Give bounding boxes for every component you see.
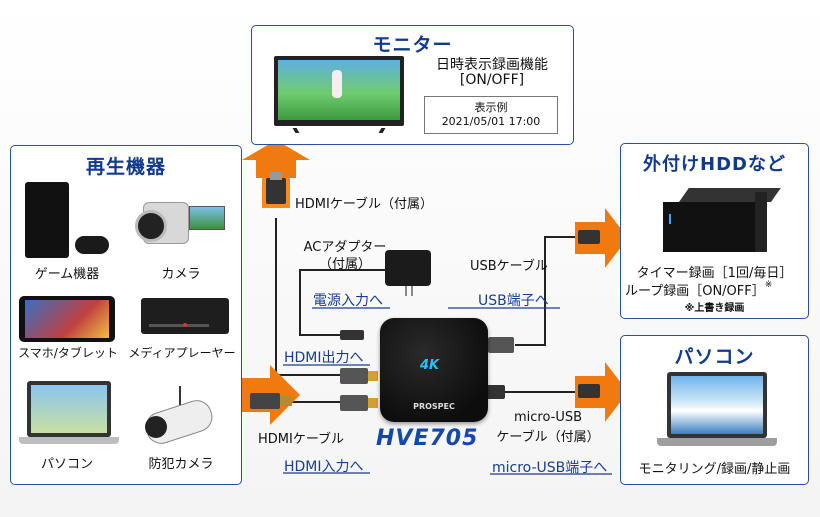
monitor-title: モニター	[372, 34, 453, 56]
label-hdmi-out: HDMI出力へ	[284, 350, 364, 366]
hdd-panel: 外付けHDDなど タイマー録画［1回/毎日］ ループ録画［ON/OFF］※ ※上…	[620, 143, 809, 319]
arrow-to-hdd	[575, 208, 628, 268]
monitor-feature-state: [ON/OFF]	[459, 72, 525, 88]
label-hdmi-out-cable: HDMIケーブル（付属）	[295, 197, 434, 212]
monitor-feature: 日時表示録画機能	[436, 57, 548, 73]
label-ac-adapter-sub: （付属）	[318, 257, 371, 272]
hdd-loop-mark: ※	[764, 280, 773, 290]
item-media-player: メディアプレーヤー	[128, 346, 236, 360]
hdmi-plug-top	[266, 178, 286, 204]
capture-device: 4K PROSPEC	[380, 318, 488, 422]
item-security-camera: 防犯カメラ	[148, 457, 214, 472]
hdd-title: 外付けHDDなど	[643, 154, 786, 175]
playback-panel: 再生機器 ゲーム機器 カメラ スマホ/タブレット メディアプレーヤー	[10, 145, 242, 485]
arrow-to-pc	[575, 362, 628, 422]
device-4k-badge: 4K	[420, 358, 440, 373]
pc-title: パソコン	[674, 346, 755, 368]
label-ac-adapter: ACアダプター	[303, 240, 387, 255]
pc-caption: モニタリング/録画/静止画	[638, 462, 791, 477]
example-title: 表示例	[474, 101, 508, 114]
label-hdmi-in: HDMI入力へ	[284, 459, 364, 475]
security-camera-icon	[139, 378, 229, 448]
label-micro-usb-cable: micro-USB	[513, 410, 583, 425]
label-usb-port: USB端子へ	[478, 293, 549, 309]
playback-title: 再生機器	[85, 156, 166, 178]
ac-adapter-icon	[385, 250, 431, 296]
monitor-panel: モニター 日時表示録画機能 [ON/OFF] 表示例 2021/05/01 17…	[251, 25, 574, 145]
video-camera-icon	[135, 196, 225, 256]
usb-cable	[515, 236, 575, 346]
label-micro-usb-cable-sub: ケーブル（付属）	[496, 430, 600, 445]
pc-panel: パソコン モニタリング/録画/静止画	[620, 335, 809, 485]
item-smartphone: スマホ/タブレット	[18, 346, 118, 360]
label-micro-usb-port: micro-USB端子へ	[492, 460, 608, 476]
time-example-box: 表示例 2021/05/01 17:00	[424, 96, 558, 134]
hdd-loop: ループ録画［ON/OFF］※	[625, 280, 772, 299]
hdmi-out-plug	[340, 368, 368, 384]
usb-plug	[488, 337, 514, 353]
hdd-icon	[663, 188, 781, 254]
laptop-icon-pc	[657, 372, 777, 452]
tv-icon	[274, 56, 404, 133]
example-value: 2021/05/01 17:00	[441, 115, 541, 128]
hdd-note: ※上書き録画	[684, 303, 745, 314]
label-hdmi-in-cable: HDMIケーブル	[258, 432, 345, 447]
hdmi-in-plug	[340, 395, 368, 411]
media-player-icon	[141, 298, 229, 338]
game-console-icon	[19, 182, 113, 262]
device-name: HVE705	[376, 426, 479, 451]
hdd-loop-text: ループ録画［ON/OFF］	[625, 284, 765, 299]
item-camera: カメラ	[161, 267, 201, 282]
laptop-icon	[19, 381, 119, 447]
item-game: ゲーム機器	[34, 267, 100, 282]
hdd-timer: タイマー録画［1回/毎日］	[636, 266, 793, 281]
item-pc: パソコン	[40, 457, 93, 472]
ac-adapter-cable	[299, 269, 385, 336]
label-usb-cable: USBケーブル	[470, 259, 548, 274]
smartphone-icon	[19, 296, 115, 342]
device-logo: PROSPEC	[413, 402, 455, 411]
label-power-in: 電源入力へ	[313, 293, 383, 309]
micro-usb-plug	[487, 385, 505, 399]
